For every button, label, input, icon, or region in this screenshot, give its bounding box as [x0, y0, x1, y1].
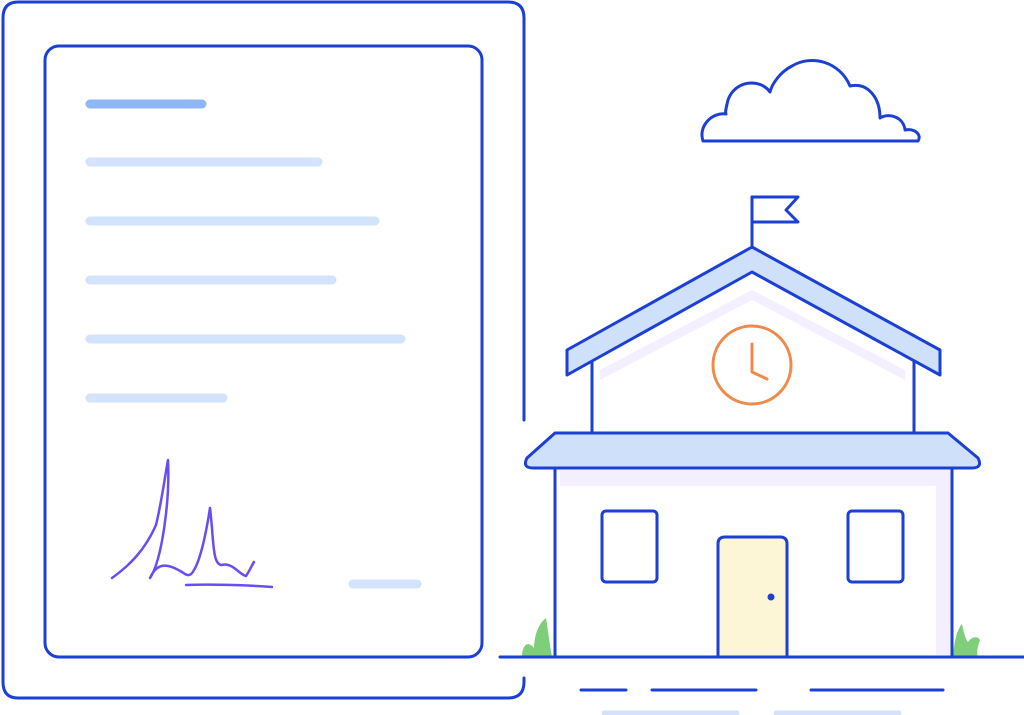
upper-roof	[565, 245, 942, 377]
upper-wall-outline	[590, 358, 916, 434]
clock-icon	[711, 324, 793, 406]
grass-icon	[522, 618, 552, 657]
tablet-frame	[1, 0, 526, 700]
flag-icon	[750, 195, 800, 224]
document-text-lines	[85, 99, 422, 589]
lower-roof	[524, 431, 981, 470]
grass-icon	[953, 624, 980, 657]
door	[716, 535, 789, 659]
document-icon	[43, 44, 484, 659]
ground-dashes	[579, 688, 945, 715]
window-left	[600, 509, 659, 584]
cloud-icon	[700, 59, 921, 143]
door-knob	[767, 593, 775, 601]
lower-wall-shade	[936, 470, 950, 655]
lower-wall-outline	[553, 466, 954, 659]
signature-icon	[110, 458, 274, 589]
lower-wall-shade	[560, 470, 948, 486]
window-right	[846, 509, 905, 584]
